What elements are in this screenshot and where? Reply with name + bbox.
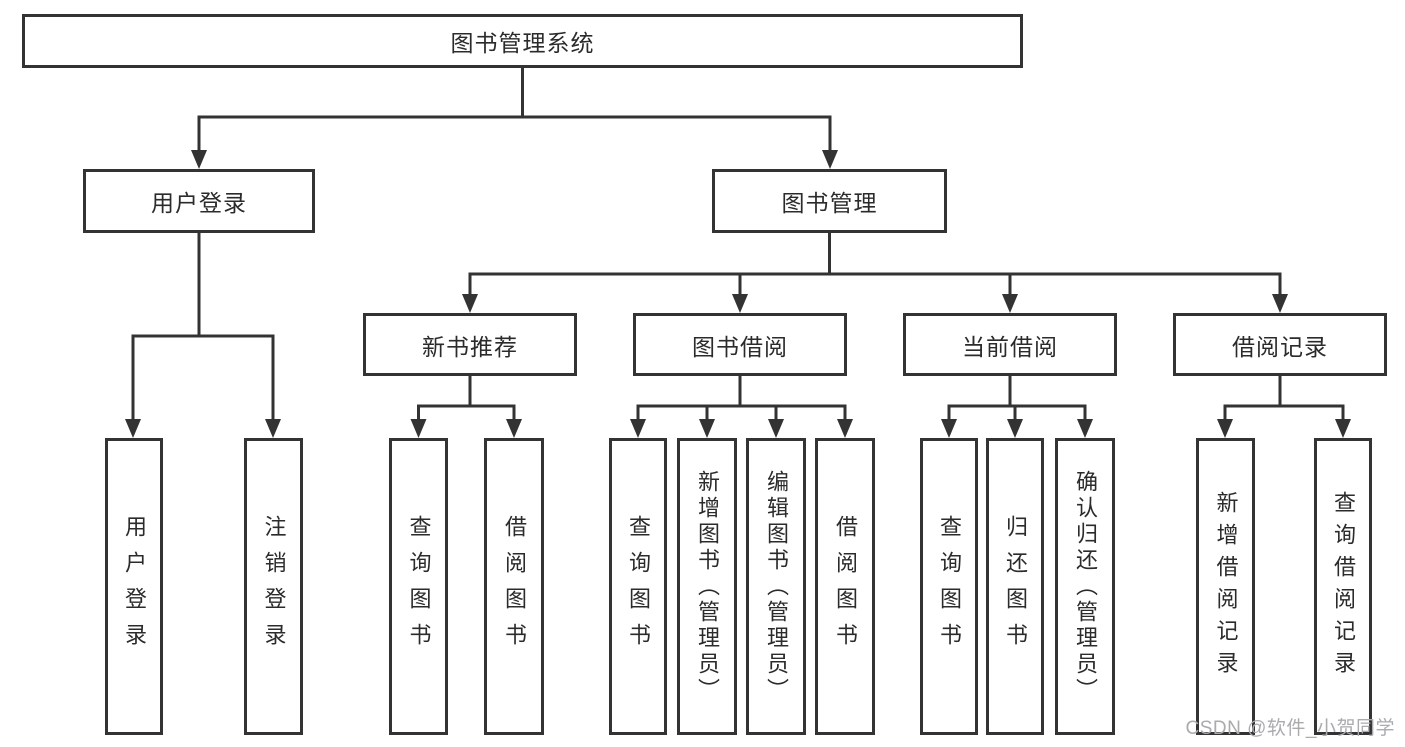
node-label: 借阅图书: [833, 514, 858, 659]
node-query-books-current: 查询图书: [920, 438, 978, 735]
node-logout-action: 注销登录: [244, 438, 303, 735]
node-label: 查询图书: [626, 514, 651, 659]
node-label: 借阅图书: [502, 514, 527, 659]
node-borrow-books-recommend: 借阅图书: [484, 438, 544, 735]
node-user-login-action: 用户登录: [105, 438, 163, 735]
node-query-books-recommend: 查询图书: [389, 438, 448, 735]
node-add-books-admin: 新增图书（管理员）: [677, 438, 737, 735]
arrowhead-icons: [125, 150, 1351, 438]
node-edit-books-admin: 编辑图书（管理员）: [746, 438, 806, 735]
node-label: 新增图书（管理员）: [695, 469, 720, 704]
node-label: 图书管理系统: [450, 30, 595, 56]
node-book-borrow: 图书借阅: [633, 313, 847, 376]
node-label: 图书管理: [781, 190, 878, 216]
node-library-system: 图书管理系统: [22, 14, 1023, 68]
node-query-books-borrow: 查询图书: [609, 438, 667, 735]
node-confirm-return-admin: 确认归还（管理员）: [1055, 438, 1115, 735]
node-label: 查询借阅记录: [1331, 490, 1356, 683]
node-label: 当前借阅: [962, 333, 1058, 360]
node-return-books: 归还图书: [986, 438, 1044, 735]
node-label: 新增借阅记录: [1213, 490, 1239, 683]
node-label: 用户登录: [122, 514, 147, 659]
node-current-borrow: 当前借阅: [903, 313, 1117, 376]
node-label: 查询图书: [937, 514, 962, 659]
node-label: 新书推荐: [422, 333, 518, 360]
node-label: 确认归还（管理员）: [1073, 469, 1098, 704]
node-label: 查询图书: [406, 514, 432, 659]
node-book-management: 图书管理: [712, 169, 947, 233]
node-query-borrow-record: 查询借阅记录: [1314, 438, 1372, 735]
node-user-login: 用户登录: [83, 169, 315, 233]
csdn-watermark: CSDN @软件_小贺同学: [1185, 718, 1395, 739]
node-add-borrow-record: 新增借阅记录: [1196, 438, 1255, 735]
node-label: 借阅记录: [1232, 333, 1328, 360]
node-label: 注销登录: [261, 514, 287, 659]
node-label: 编辑图书（管理员）: [764, 469, 789, 704]
node-borrow-books: 借阅图书: [815, 438, 875, 735]
node-new-book-recommend: 新书推荐: [363, 313, 577, 376]
node-borrow-records: 借阅记录: [1173, 313, 1387, 376]
node-label: 图书借阅: [692, 333, 788, 360]
node-label: 归还图书: [1003, 514, 1028, 659]
node-label: 用户登录: [151, 190, 247, 216]
